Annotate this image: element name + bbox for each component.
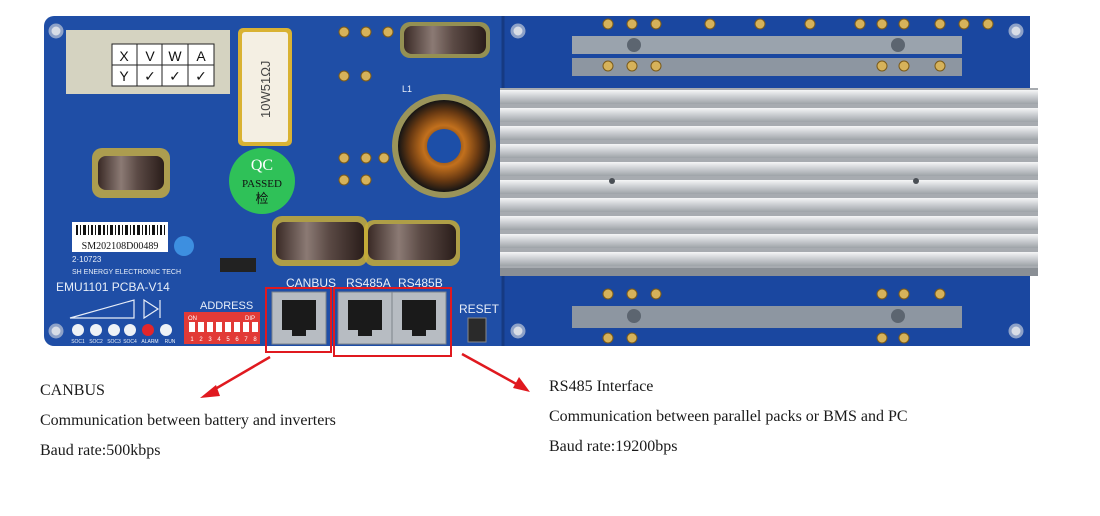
canbus-arrow (200, 355, 271, 398)
led-run (160, 324, 172, 336)
dip-on-label: ON (188, 316, 197, 322)
bus-bar-bottom (572, 306, 962, 328)
check-table-header-v: V (145, 48, 155, 64)
led-row: SOC1 SOC2 SOC3 SOC4 ALARM RUN (69, 298, 176, 345)
led-label-run: RUN (165, 339, 176, 345)
barcode-label: SM202108D00489 (72, 222, 168, 252)
dip-label: DIP (245, 316, 255, 322)
canbus-highlight-box (265, 287, 332, 353)
led-soc3 (108, 324, 120, 336)
date-code: 2·10723 (72, 255, 102, 264)
check-table-header-a: A (196, 48, 206, 64)
led-soc1 (72, 324, 84, 336)
dip-number-6: 6 (235, 337, 239, 343)
rs485a-port-label: RS485A (346, 276, 391, 290)
canbus-caption-title: CANBUS (40, 382, 105, 399)
check-mark-1: ✓ (144, 69, 156, 85)
dip-number-3: 3 (208, 337, 212, 343)
dip-number-7: 7 (244, 337, 248, 343)
check-table-header-w: W (168, 48, 182, 64)
capacitor-top (400, 22, 490, 58)
dip-number-2: 2 (199, 337, 203, 343)
solder-pads (338, 18, 994, 344)
rs485a-port[interactable] (337, 291, 393, 345)
check-table-header-x: X (119, 48, 129, 64)
led-label-soc3: SOC3 (107, 339, 121, 345)
reset-button[interactable] (467, 317, 487, 343)
heatsink (500, 88, 1038, 276)
dip-switch[interactable]: ON DIP 1 2 3 4 5 6 7 8 (184, 312, 260, 344)
rs485-arrow (461, 352, 530, 392)
led-soc4 (124, 324, 136, 336)
check-table-row-label: Y (119, 68, 129, 84)
mounting-holes (48, 23, 1024, 339)
qc-sticker-line1: QC (251, 157, 273, 174)
check-table: X V W A Y ✓ ✓ ✓ (111, 43, 215, 87)
canbus-port-label: CANBUS (286, 276, 336, 290)
rs485-caption-baud: Baud rate:19200bps (549, 438, 678, 455)
canbus-caption-baud: Baud rate:500kbps (40, 442, 161, 459)
ic-chip (220, 258, 256, 272)
capacitor-bottom-1 (272, 216, 368, 266)
dip-number-4: 4 (217, 337, 221, 343)
led-label-soc4: SOC4 (123, 339, 137, 345)
resistor-label: 10W51ΩJ (258, 61, 273, 118)
qc-sticker-line3: 检 (255, 192, 268, 207)
serial-label: SM202108D00489 (82, 241, 159, 252)
capacitor-left (92, 148, 170, 198)
check-mark-3: ✓ (195, 69, 207, 85)
canbus-caption-description: Communication between battery and invert… (40, 412, 336, 429)
check-mark-2: ✓ (169, 69, 181, 85)
bus-bar-top-2 (572, 58, 962, 76)
rs485b-port-label: RS485B (398, 276, 443, 290)
led-label-alarm: ALARM (141, 339, 158, 345)
rs485-caption-title: RS485 Interface (549, 378, 654, 395)
rs485-highlight-box (333, 287, 452, 357)
capacitor-bottom-2 (364, 220, 460, 266)
qc-sticker-line2: PASSED (242, 178, 282, 190)
canbus-port[interactable] (271, 291, 327, 345)
maker-label: SH ENERGY ELECTRONIC TECH (72, 269, 181, 276)
qc-sticker: QC PASSED 检 (229, 148, 295, 214)
dip-number-8: 8 (253, 337, 257, 343)
dip-number-1: 1 (190, 337, 194, 343)
bus-screws (627, 38, 905, 323)
dip-number-5: 5 (226, 337, 230, 343)
led-label-soc2: SOC2 (89, 339, 103, 345)
led-label-soc1: SOC1 (71, 339, 85, 345)
led-soc2 (90, 324, 102, 336)
model-label: EMU1101 PCBA-V14 (56, 280, 170, 294)
reset-label: RESET (459, 302, 500, 316)
rs485b-port[interactable] (391, 291, 447, 345)
cement-resistor: 10W51ΩJ (238, 28, 292, 146)
address-label: ADDRESS (200, 300, 253, 312)
led-alarm (142, 324, 154, 336)
inductor-l1: L1 (392, 84, 496, 198)
bus-bar-top-1 (572, 36, 962, 54)
ceramic-capacitor (174, 236, 194, 256)
rs485-caption-description: Communication between parallel packs or … (549, 408, 908, 425)
inductor-label: L1 (402, 84, 412, 94)
